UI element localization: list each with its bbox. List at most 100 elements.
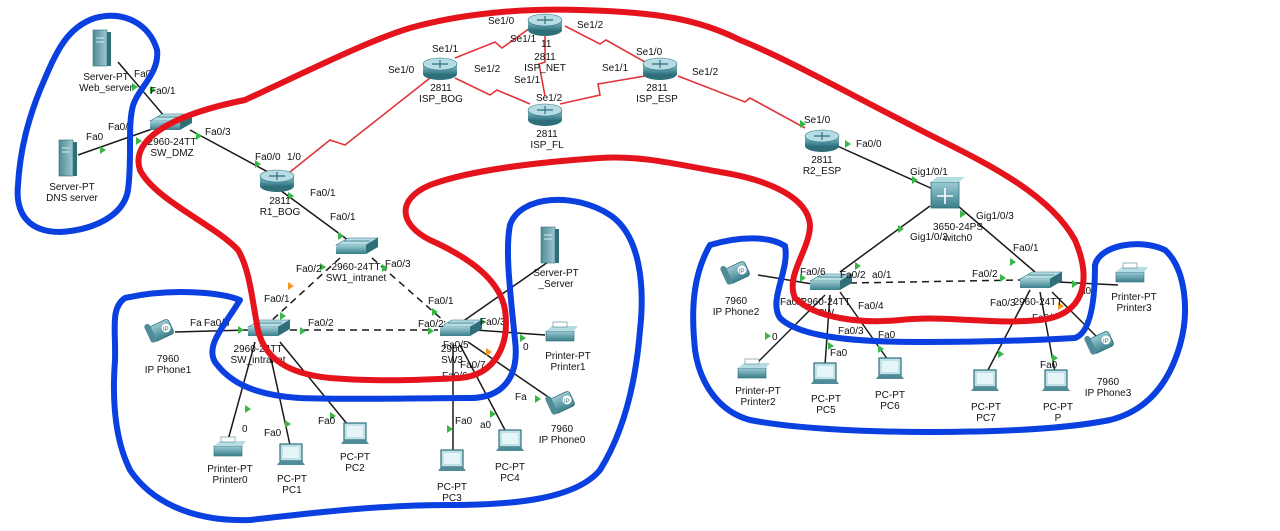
device-name-label: ISP_NET: [524, 63, 566, 74]
port-label: Fa0/2: [308, 318, 334, 329]
eth-link-swr2-pc7[interactable]: [987, 289, 1031, 371]
device-name-label: R1_BOG: [260, 207, 301, 218]
port-label: Fa0: [455, 416, 473, 427]
device-model-label: PC-PT: [811, 394, 841, 405]
eth-link-sw3-pc4[interactable]: [459, 344, 506, 431]
lan-left-zone-outline: [110, 196, 645, 524]
serial-link-net-fl[interactable]: [538, 36, 546, 97]
device-model-label: 2960-24TT: [332, 262, 381, 273]
device-name-label: _Server: [537, 279, 574, 290]
lan-right-zone-outline: [690, 235, 1188, 435]
device-name-label: IP Phone1: [145, 365, 192, 376]
eth-link-sw3-server[interactable]: [461, 261, 549, 323]
server-icon: [92, 29, 111, 67]
device-model-label: 2960-24TT: [234, 344, 283, 355]
device-model-label: 2811: [811, 155, 833, 166]
device-name-label: PC4: [500, 473, 520, 484]
eth-link-sw3-printer1[interactable]: [474, 329, 546, 336]
device-name-label: PC1: [282, 485, 302, 496]
pc-icon: [496, 429, 524, 451]
port-label: Fa0/1: [428, 296, 454, 307]
ip-phone-icon: IP: [1084, 331, 1114, 355]
serial-link-bog-fl[interactable]: [454, 77, 531, 105]
port-label: Fa0/2: [972, 269, 998, 280]
eth-link-ml-swr1[interactable]: [839, 205, 931, 273]
serial-link-fl-esp[interactable]: [559, 75, 646, 105]
port-label: Fa0: [318, 416, 336, 427]
port-label: Fa0: [264, 428, 282, 439]
trunk-link-sw1-swl[interactable]: [269, 257, 341, 323]
port-label: Fa0/3: [838, 326, 864, 337]
serial-link-esp-r2[interactable]: [677, 75, 806, 129]
server-mid-device[interactable]: Server-PT_Server: [533, 226, 579, 290]
printer-icon: [545, 321, 578, 342]
pc-icon: [438, 449, 466, 471]
trunk-link-swr1-swr2[interactable]: [849, 279, 1021, 284]
serial-link-net-esp[interactable]: [564, 25, 646, 63]
router-icon: [804, 129, 840, 152]
pc-icon: [811, 362, 839, 384]
eth-link-r2-ml[interactable]: [834, 144, 936, 191]
device-name-label: PC7: [976, 413, 996, 424]
printer-icon: [1115, 262, 1148, 283]
eth-link-swl-pc2[interactable]: [279, 341, 349, 426]
eth-link-swr1-pc5[interactable]: [824, 294, 831, 366]
eth-link-ml-swr2[interactable]: [957, 205, 1036, 273]
switch-icon: [1018, 271, 1064, 288]
sw-r2-device[interactable]: 2960-24TT: [1014, 271, 1064, 308]
device-model-label: 2811: [646, 83, 668, 94]
port-label: Fa0/3: [205, 127, 231, 138]
eth-link-swl-phone1[interactable]: [174, 329, 249, 333]
serial-link-bog-net[interactable]: [454, 27, 531, 59]
device-model-label: Printer-PT: [735, 386, 781, 397]
device-name-label: Web_server: [79, 83, 133, 94]
eth-link-swr1-phone2[interactable]: [757, 274, 819, 286]
zone-outlines: [14, 6, 1188, 524]
device-model-label: PC-PT: [1043, 402, 1073, 413]
device-model-label: 2811: [534, 52, 556, 63]
port-label: Se1/0: [388, 65, 415, 76]
eth-link-swr2-phone3[interactable]: [1051, 291, 1101, 341]
eth-link-swr2-printer3[interactable]: [1057, 281, 1119, 286]
eth-link-swl-printer0[interactable]: [227, 341, 256, 441]
device-model-label: Printer-PT: [545, 351, 591, 362]
eth-link-dns-dmz[interactable]: [77, 127, 156, 156]
serial-link-r1-ispbog[interactable]: [289, 77, 431, 173]
device-model-label: PC-PT: [277, 474, 307, 485]
device-model-label: 2960-24TT: [802, 297, 851, 308]
router-icon: [259, 169, 295, 192]
pc8-device[interactable]: PC-PTP: [1042, 369, 1073, 424]
svg-text:IP: IP: [739, 269, 745, 275]
device-name-label: PC6: [880, 401, 900, 412]
